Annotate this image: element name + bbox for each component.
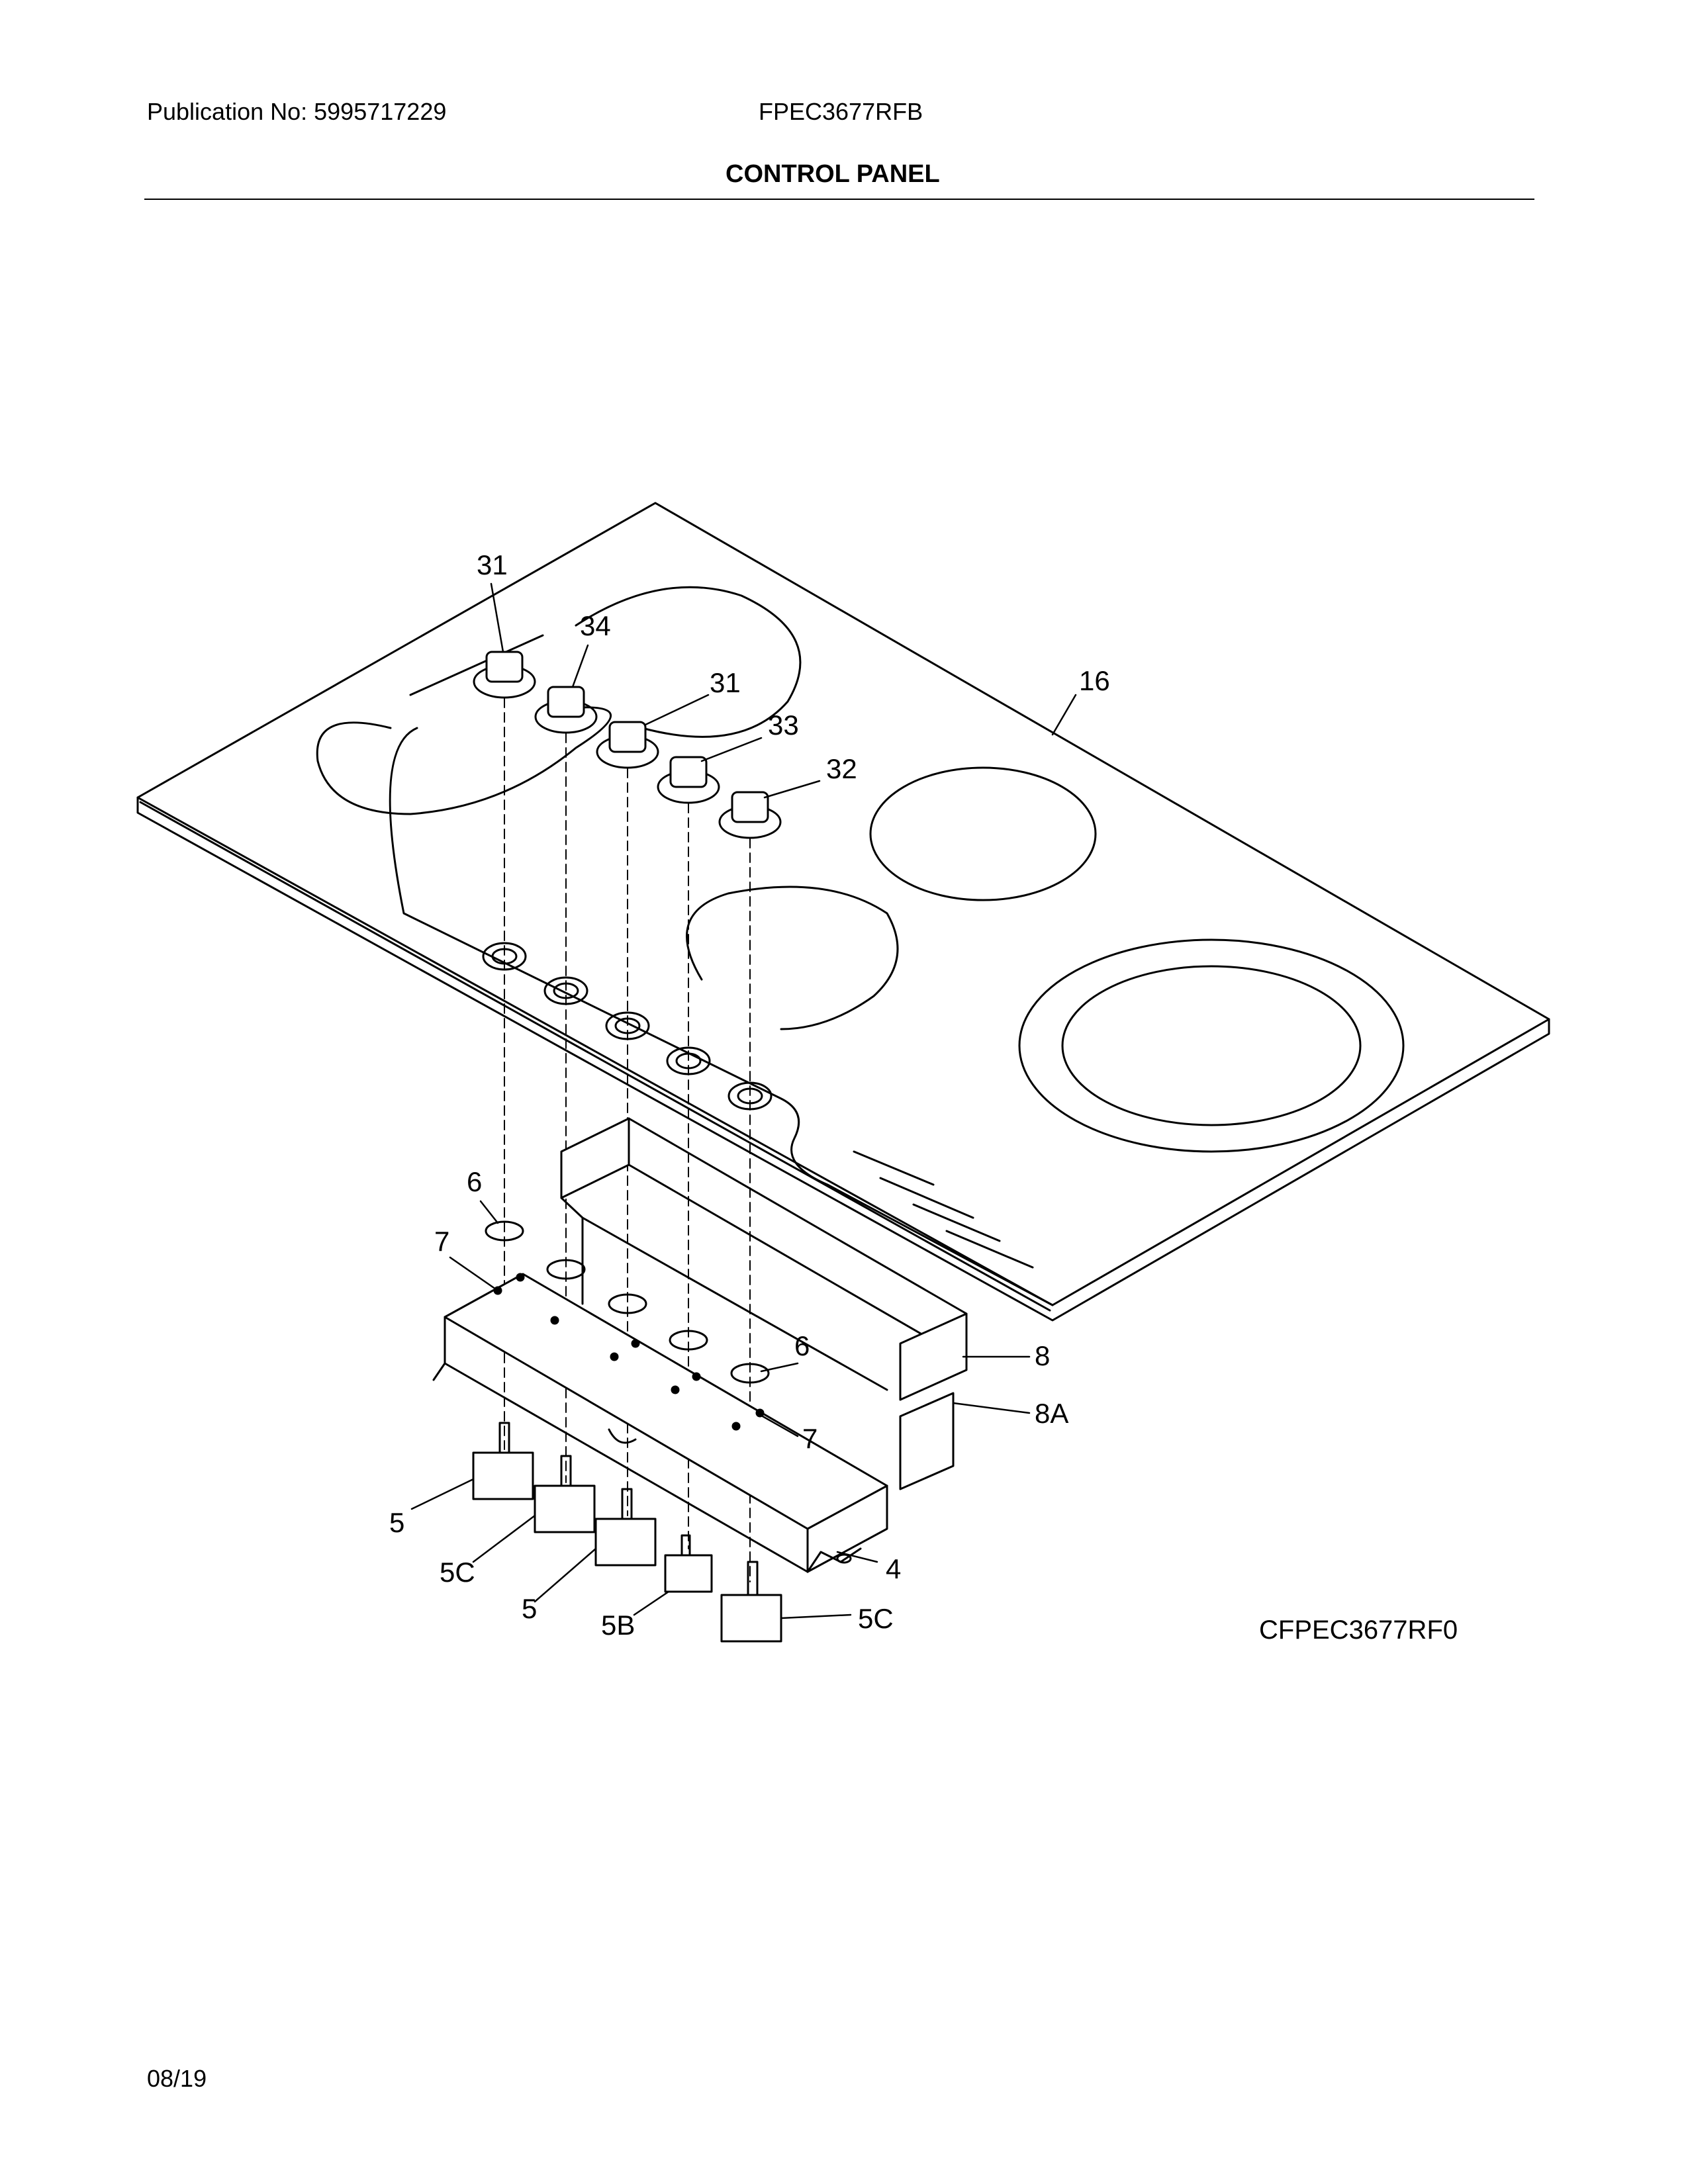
callout-5c-b: 5C <box>858 1603 894 1634</box>
control-bracket <box>560 1117 968 1401</box>
callout-5b: 5B <box>601 1610 635 1641</box>
callout-8: 8 <box>1035 1340 1050 1371</box>
callout-16: 16 <box>1079 665 1110 696</box>
callout-33: 33 <box>768 709 799 741</box>
callout-7-a: 7 <box>434 1226 449 1257</box>
model-number: FPEC3677RFB <box>759 98 923 125</box>
callout-5-a: 5 <box>389 1507 404 1538</box>
callout-7-b: 7 <box>802 1423 818 1454</box>
callout-31-a: 31 <box>477 549 508 580</box>
indicator-marks <box>853 1150 1034 1269</box>
callout-5c-a: 5C <box>440 1557 475 1588</box>
publication-number: Publication No: 5995717229 <box>147 98 447 125</box>
infinite-switches <box>472 1422 782 1643</box>
callout-5-b: 5 <box>522 1593 537 1624</box>
callout-labels: 31 34 31 33 32 16 6 7 6 8 8A 7 5 5C 5 5B… <box>389 549 1458 1645</box>
callout-31-b: 31 <box>710 667 741 698</box>
drawing-id: CFPEC3677RF0 <box>1259 1615 1458 1645</box>
revision-date: 08/19 <box>147 2065 207 2092</box>
control-knobs <box>473 651 782 839</box>
signal-light <box>664 1534 713 1593</box>
cooktop-glass <box>136 502 1550 1322</box>
callout-6-a: 6 <box>467 1166 482 1197</box>
header-rule <box>144 199 1534 200</box>
leader-lines <box>410 582 1077 1619</box>
burner-elements <box>316 586 1405 1153</box>
callout-6-b: 6 <box>794 1330 810 1361</box>
section-title: CONTROL PANEL <box>726 160 940 188</box>
spring-clips <box>485 1220 770 1384</box>
callout-34: 34 <box>580 610 611 641</box>
callout-8a: 8A <box>1035 1398 1068 1429</box>
bracket-8a <box>899 1392 955 1490</box>
callout-32: 32 <box>826 753 857 784</box>
callout-4: 4 <box>886 1553 901 1584</box>
